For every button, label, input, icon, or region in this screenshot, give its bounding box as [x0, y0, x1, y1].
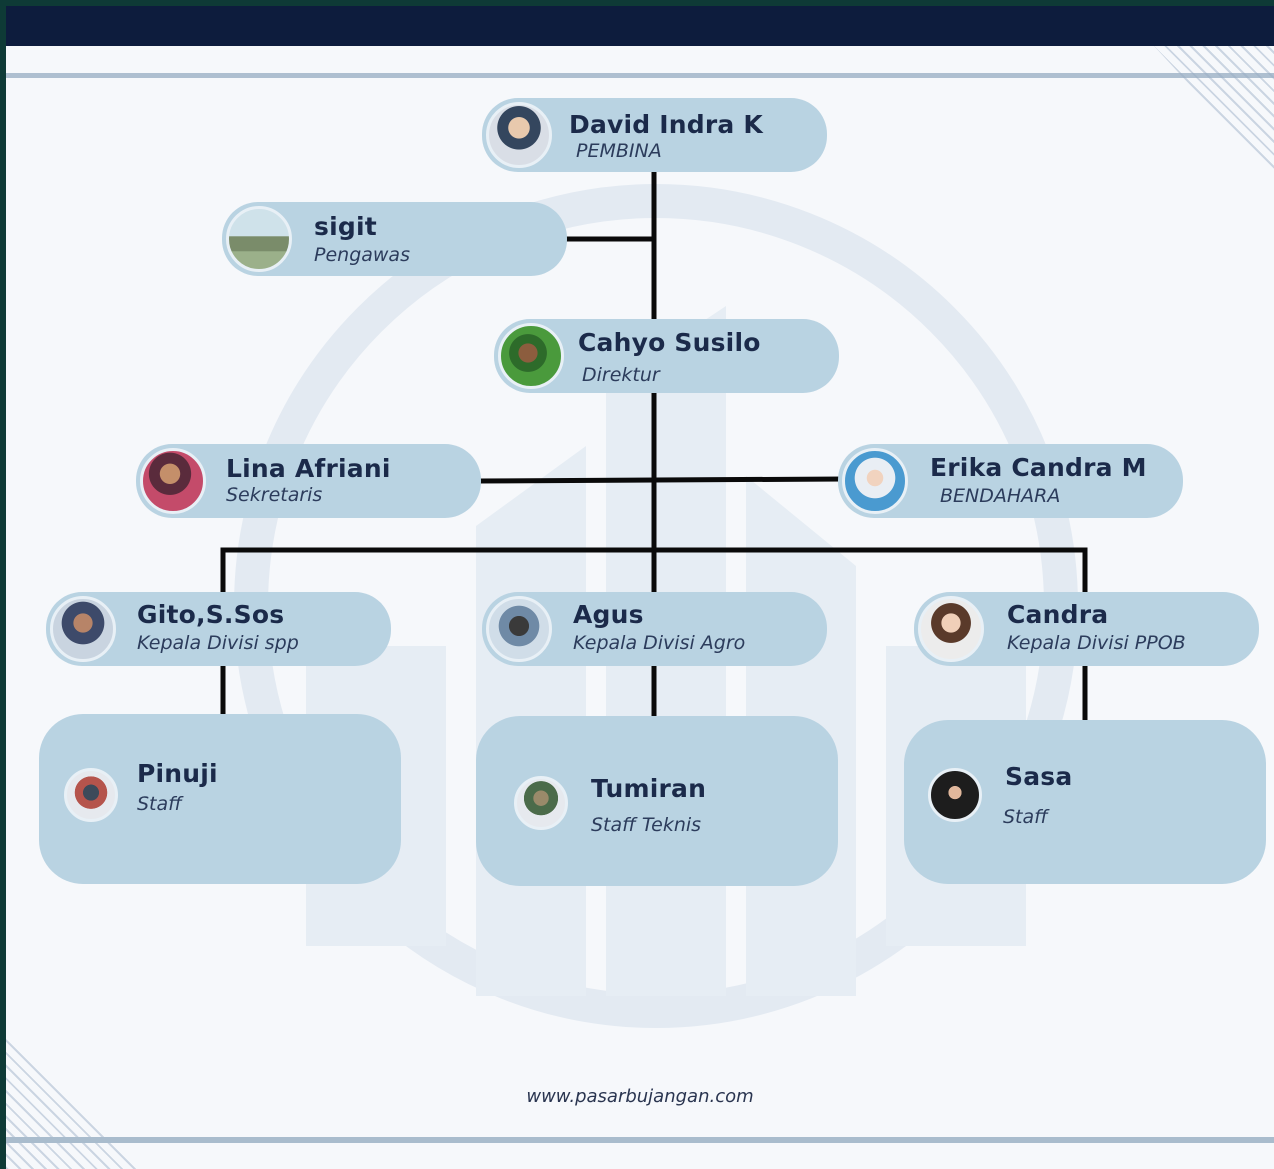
node-role: Kepala Divisi PPOB — [1007, 632, 1186, 654]
node-name: Agus — [573, 600, 644, 629]
person-photo-icon — [140, 448, 206, 514]
node-name: Tumiran — [591, 774, 707, 803]
node-name: Sasa — [1005, 762, 1073, 791]
person-photo-icon — [50, 596, 116, 662]
footer-url: www.pasarbujangan.com — [526, 1086, 754, 1107]
node-name: Cahyo Susilo — [578, 328, 761, 357]
top-divider — [6, 73, 1274, 78]
person-photo-icon — [64, 768, 118, 822]
node-role: Kepala Divisi spp — [137, 632, 299, 654]
node-name: David Indra K — [569, 110, 763, 139]
node-name: Gito,S.Sos — [137, 600, 285, 629]
org-chart-page: David Indra K PEMBINA sigit Pengawas Cah… — [6, 6, 1274, 1169]
person-photo-icon — [486, 102, 552, 168]
person-photo-icon — [928, 768, 982, 822]
node-name: Candra — [1007, 600, 1109, 629]
header-bar — [6, 6, 1274, 46]
node-role: PEMBINA — [576, 140, 662, 162]
node-role: Sekretaris — [226, 484, 323, 506]
person-photo-icon — [842, 448, 908, 514]
node-role: BENDAHARA — [940, 485, 1061, 507]
person-photo-icon — [514, 776, 568, 830]
node-name: Erika Candra M — [930, 453, 1147, 482]
node-role: Staff — [137, 793, 182, 815]
node-role: Staff Teknis — [591, 814, 702, 836]
person-photo-icon — [486, 596, 552, 662]
node-role: Kepala Divisi Agro — [573, 632, 746, 654]
bottom-divider — [6, 1137, 1274, 1143]
node-role: Pengawas — [314, 244, 410, 266]
connector-lines — [220, 169, 1088, 723]
person-photo-icon — [498, 323, 564, 389]
node-name: Pinuji — [137, 759, 218, 788]
person-photo-icon — [918, 596, 984, 662]
node-name: Lina Afriani — [226, 454, 391, 483]
node-role: Direktur — [582, 364, 660, 386]
node-name: sigit — [314, 212, 377, 241]
group-photo-icon — [226, 206, 292, 272]
node-role: Staff — [1003, 806, 1048, 828]
